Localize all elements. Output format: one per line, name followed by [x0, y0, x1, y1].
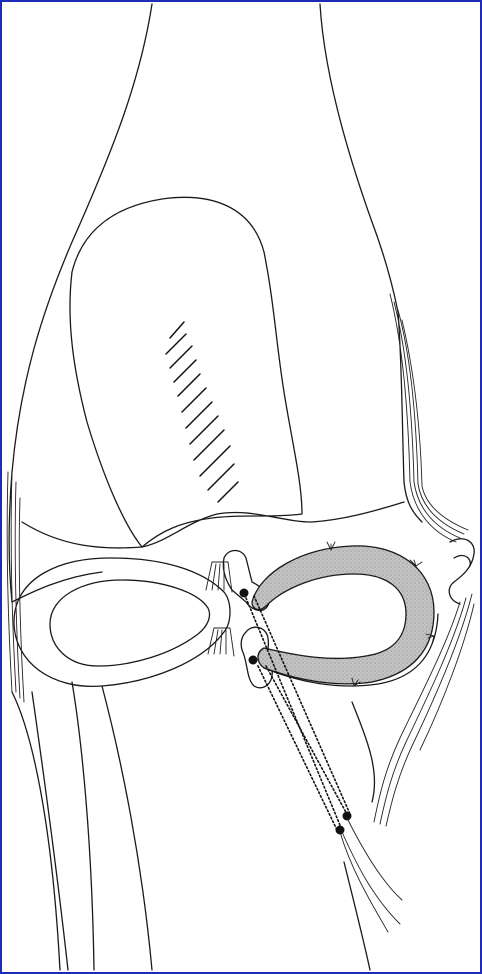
femoral-articular-edge: [12, 572, 102, 602]
tibial-bone-tunnel: [246, 596, 350, 832]
lateral-meniscus: [14, 558, 230, 686]
tibia-outline: [12, 682, 375, 970]
meniscal-allograft: [252, 546, 438, 686]
joint-line: [22, 502, 404, 548]
tunnel-exit-knot-upper: [343, 812, 352, 821]
posterior-horn-fibers: [208, 628, 234, 656]
femoral-condyle: [70, 197, 302, 547]
suture-tails: [340, 818, 402, 932]
femur-outline: [9, 4, 422, 602]
anterior-anchor-knot: [240, 589, 249, 598]
condyle-hatching: [166, 322, 238, 502]
posterior-anchor-knot: [249, 656, 258, 665]
